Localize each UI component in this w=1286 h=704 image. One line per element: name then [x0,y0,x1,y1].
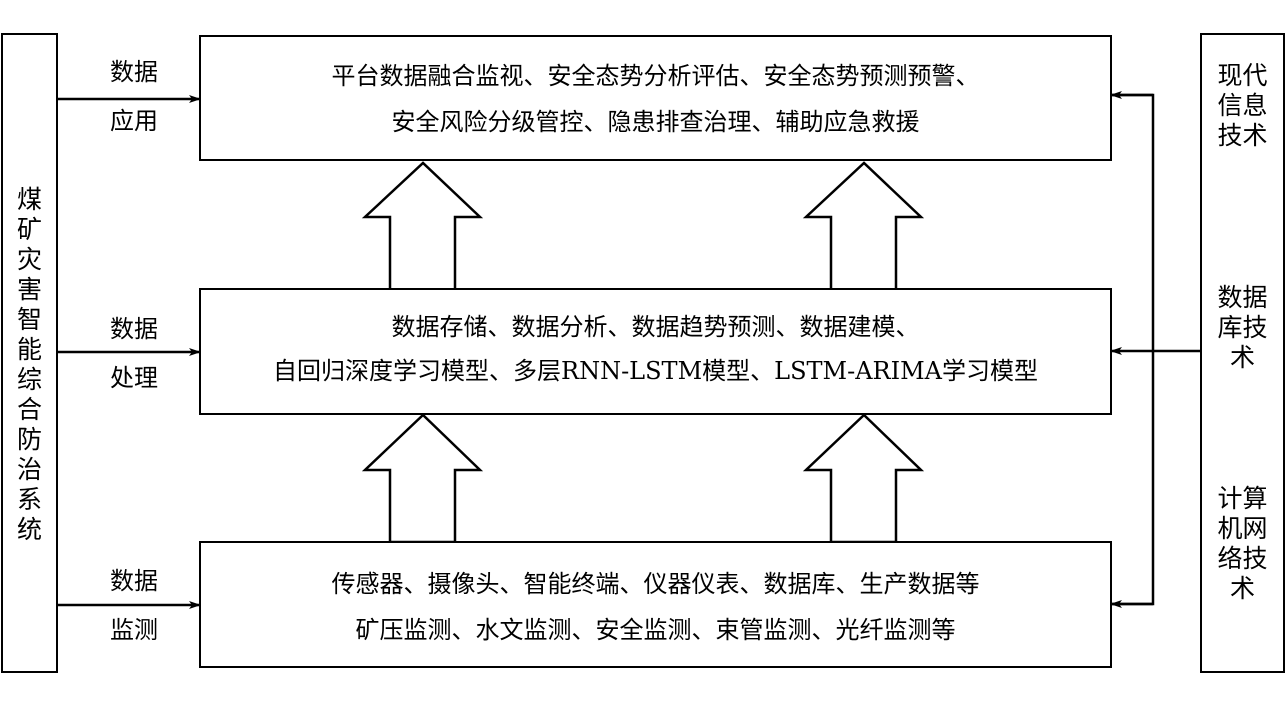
left-system-box: 煤矿灾害智能综合防治系统 [1,33,58,673]
block-arrow-up-3 [361,413,484,544]
right-technology-box: 现代 信息 技术 数据 库技 术 计算 机网 络技 术 [1200,33,1285,673]
monitoring-line-1: 传感器、摄像头、智能终端、仪器仪表、数据库、生产数据等 [331,570,980,598]
tech-network-line: 络技 [1217,544,1268,573]
label-monitoring-2: 监测 [110,616,158,644]
monitoring-layer-box: 传感器、摄像头、智能终端、仪器仪表、数据库、生产数据等 矿压监测、水文监测、安全… [199,541,1112,668]
application-layer-box: 平台数据融合监视、安全态势分析评估、安全态势预测预警、 安全风险分级管控、隐患排… [199,35,1112,161]
tech-modern-info: 现代 信息 技术 [1202,61,1283,151]
block-arrow-up-2 [802,161,925,292]
tech-network-line: 计算 [1217,484,1268,513]
tech-modern-info-line: 信息 [1217,91,1268,120]
right-bus-line [1112,93,1155,606]
processing-line-2: 自回归深度学习模型、多层RNN-LSTM模型、LSTM-ARIMA学习模型 [273,357,1038,385]
tech-database-line: 库技 [1217,313,1268,342]
block-arrow-up-1 [361,161,484,292]
tech-modern-info-line: 技术 [1217,121,1268,150]
tech-network: 计算 机网 络技 术 [1202,484,1283,604]
label-monitoring-1: 数据 [110,567,158,595]
application-line-1: 平台数据融合监视、安全态势分析评估、安全态势预测预警、 [331,62,980,90]
tech-database-line: 数据 [1217,283,1268,312]
application-line-2: 安全风险分级管控、隐患排查治理、辅助应急救援 [391,108,920,136]
tech-database-line: 术 [1229,343,1255,372]
processing-line-1: 数据存储、数据分析、数据趋势预测、数据建模、 [391,313,920,341]
tech-database: 数据 库技 术 [1202,283,1283,373]
tech-modern-info-line: 现代 [1217,61,1268,90]
monitoring-line-2: 矿压监测、水文监测、安全监测、束管监测、光纤监测等 [355,616,956,644]
tech-network-line: 机网 [1217,514,1268,543]
label-processing-2: 处理 [110,364,158,392]
left-system-title: 煤矿灾害智能综合防治系统 [16,185,42,544]
processing-layer-box: 数据存储、数据分析、数据趋势预测、数据建模、 自回归深度学习模型、多层RNN-L… [199,288,1112,415]
block-arrow-up-4 [802,413,925,544]
label-application-1: 数据 [110,58,158,86]
label-processing-1: 数据 [110,315,158,343]
tech-network-line: 术 [1229,574,1255,603]
label-application-2: 应用 [110,107,158,135]
